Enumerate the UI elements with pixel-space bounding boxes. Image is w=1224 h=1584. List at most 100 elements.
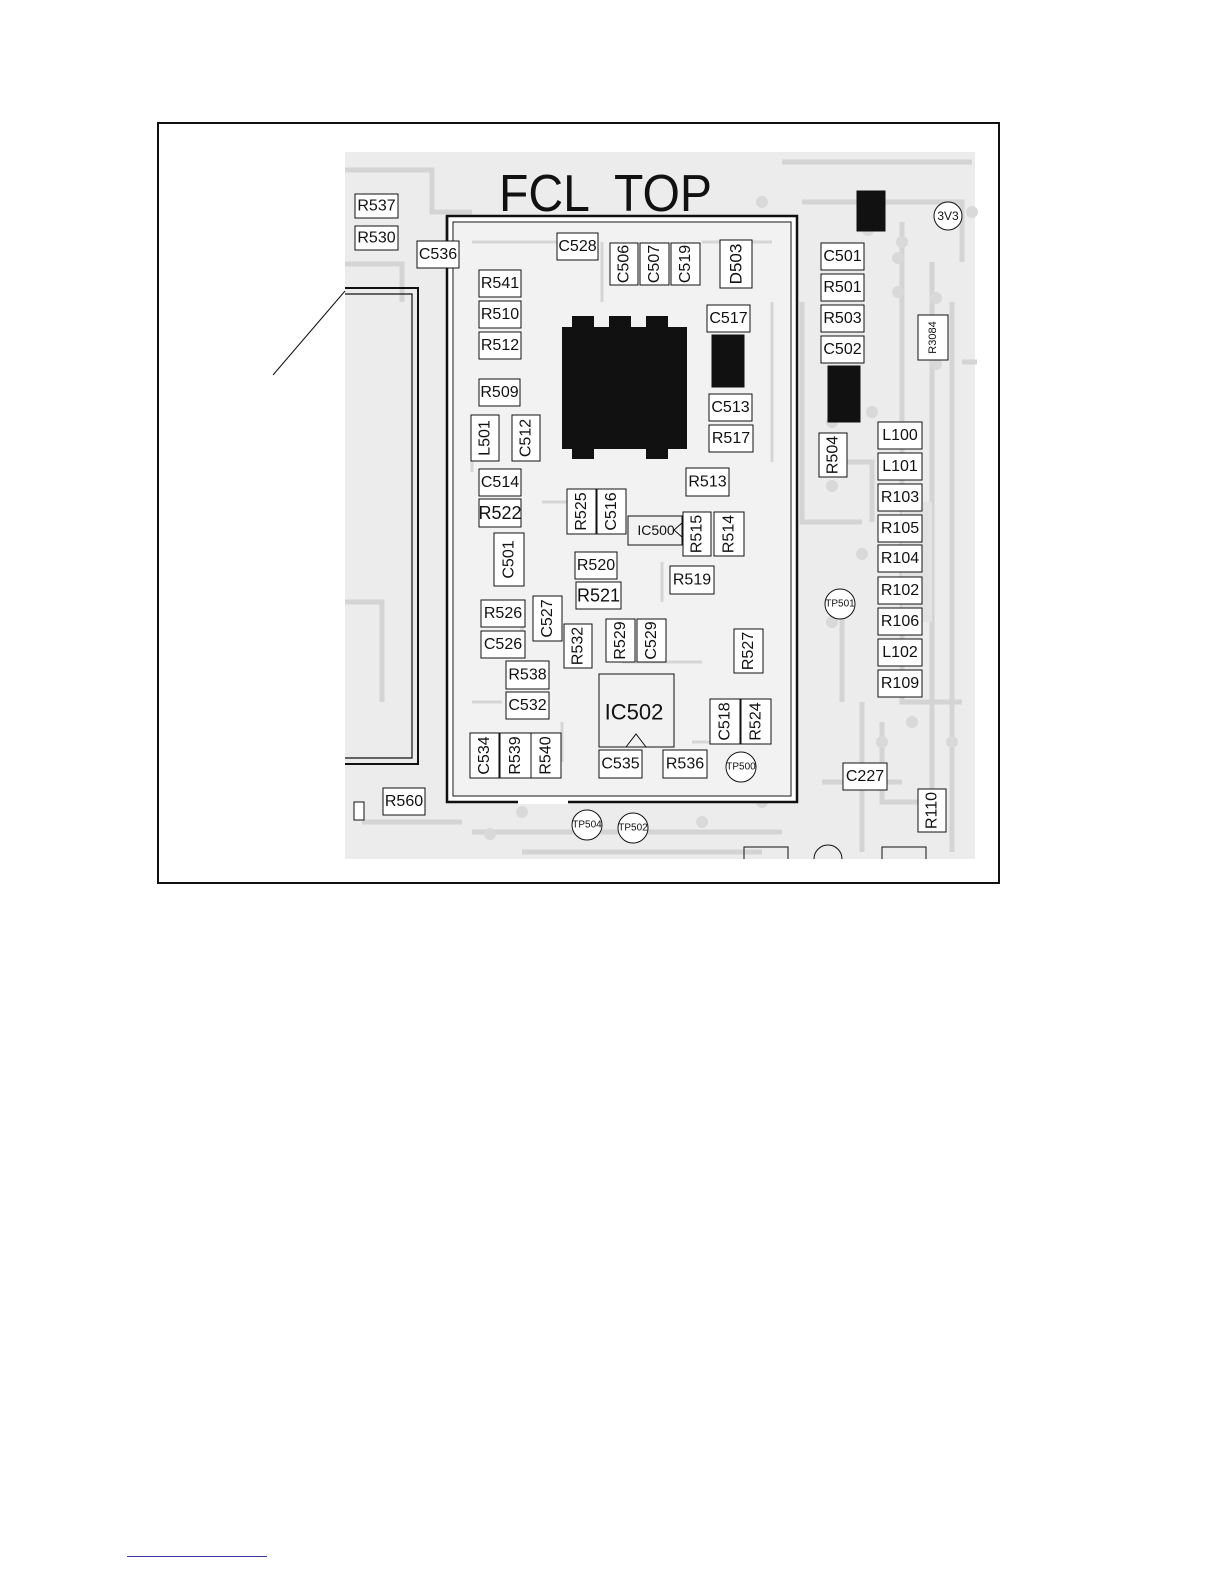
component-c513: C513 [708, 393, 753, 422]
component-ref-label: Q502 [718, 339, 738, 383]
component-r537: R537 [354, 193, 399, 219]
component-ref-label: L102 [882, 644, 918, 661]
component-r536: R536 [662, 749, 708, 779]
component-ref-label: C528 [558, 238, 596, 255]
component-box [917, 314, 949, 361]
component-ref-label: R504 [825, 436, 842, 474]
component-r103: R103 [877, 483, 923, 512]
component-r509: R509 [478, 378, 521, 407]
component-ref-label: R560 [385, 793, 423, 810]
component-box [511, 414, 541, 462]
bottom-connectors [743, 844, 927, 860]
component-box [505, 691, 550, 720]
component-r110: R110 [917, 788, 947, 833]
component-r525: R525 [566, 488, 597, 535]
component-box [566, 488, 597, 535]
test-point-tp502: TP502 [617, 812, 649, 844]
component-ref-label: C502 [823, 341, 861, 358]
component-c506: C506 [609, 242, 639, 286]
l502-inductor [562, 316, 687, 459]
component-ref-label: R519 [673, 572, 711, 589]
component-ref-label: R527 [740, 632, 757, 670]
component-ref-label: R532 [570, 627, 587, 665]
component-r533: R533 [856, 190, 886, 232]
component-ref-label: R503 [823, 310, 861, 327]
test-point-label: TP501 [825, 599, 855, 610]
component-q500: Q500 [827, 365, 861, 423]
component-ref-label: L101 [882, 458, 918, 475]
component-box [469, 732, 500, 779]
component-ref-label: L100 [882, 427, 918, 444]
component-c529: C529 [636, 618, 667, 663]
component-r515: R515 [682, 511, 712, 557]
footer-rule [127, 1556, 267, 1557]
component-r527: R527 [733, 628, 764, 674]
component-box [709, 698, 741, 745]
component-box [609, 242, 639, 286]
component-ref-label: C526 [484, 636, 522, 653]
component-box [354, 193, 399, 219]
component-ref-label: L501 [477, 420, 494, 456]
component-box [820, 242, 865, 271]
component-ref-label: C519 [677, 245, 694, 283]
component-ref-label: C535 [601, 756, 639, 773]
component-ref-label: R103 [881, 489, 919, 506]
component-box [493, 532, 525, 587]
component-box [820, 273, 865, 302]
component-box [669, 565, 715, 595]
component-ref-label: R104 [881, 550, 919, 567]
component-box [354, 225, 399, 251]
component-l502: L502 [567, 360, 669, 412]
component-ref-label: C527 [539, 599, 556, 637]
component-box [470, 414, 500, 462]
component-ref-label: R512 [481, 337, 519, 354]
component-box [478, 378, 521, 407]
diagram-title: FCL TOP [499, 165, 712, 223]
component-ic502: IC502 [605, 700, 664, 725]
component-ref-label: R522 [478, 503, 521, 523]
component-ref-label: R530 [357, 230, 395, 247]
component-ref-label: C506 [616, 245, 633, 283]
component-ref-label: R540 [538, 736, 555, 774]
component-r521: R521 [575, 581, 622, 610]
component-box [532, 595, 563, 642]
test-point-tp504: TP504 [571, 809, 603, 841]
component-ref-label: C518 [717, 702, 734, 740]
component-ref-label: R520 [577, 557, 615, 574]
leader-line [272, 290, 346, 376]
component-c227: C227 [842, 762, 888, 791]
test-point-3v3: 3V3 [933, 201, 963, 231]
component-box [719, 239, 753, 289]
component-box [639, 242, 670, 286]
component-r510: R510 [478, 300, 522, 329]
component-box [733, 628, 764, 674]
component-ref-label: R102 [881, 582, 919, 599]
component-ref-label: C514 [481, 474, 519, 491]
component-box [877, 638, 923, 667]
component-d503: D503 [719, 239, 753, 289]
component-r560: R560 [382, 787, 426, 816]
component-ref-label: C532 [508, 697, 546, 714]
component-r529: R529 [605, 618, 636, 663]
component-r3084: R3084 [917, 314, 949, 361]
component-ref-label: R533 [863, 194, 879, 228]
test-point-label: 3V3 [937, 209, 959, 223]
component-box [596, 488, 627, 535]
component-box [480, 599, 526, 628]
component-ref-label: R526 [484, 605, 522, 622]
component-box [827, 365, 861, 423]
component-c514: C514 [478, 468, 522, 497]
component-c516: C516 [596, 488, 627, 535]
component-ref-label: C501 [823, 248, 861, 265]
component-ref-label: R525 [573, 492, 590, 530]
component-c534: C534 [469, 732, 500, 779]
component-c528: C528 [556, 232, 599, 261]
component-box [416, 240, 460, 269]
component-box [877, 452, 923, 481]
component-r503: R503 [820, 304, 865, 333]
component-r539: R539 [499, 732, 532, 779]
component-box [605, 618, 636, 663]
component-box [480, 630, 526, 659]
